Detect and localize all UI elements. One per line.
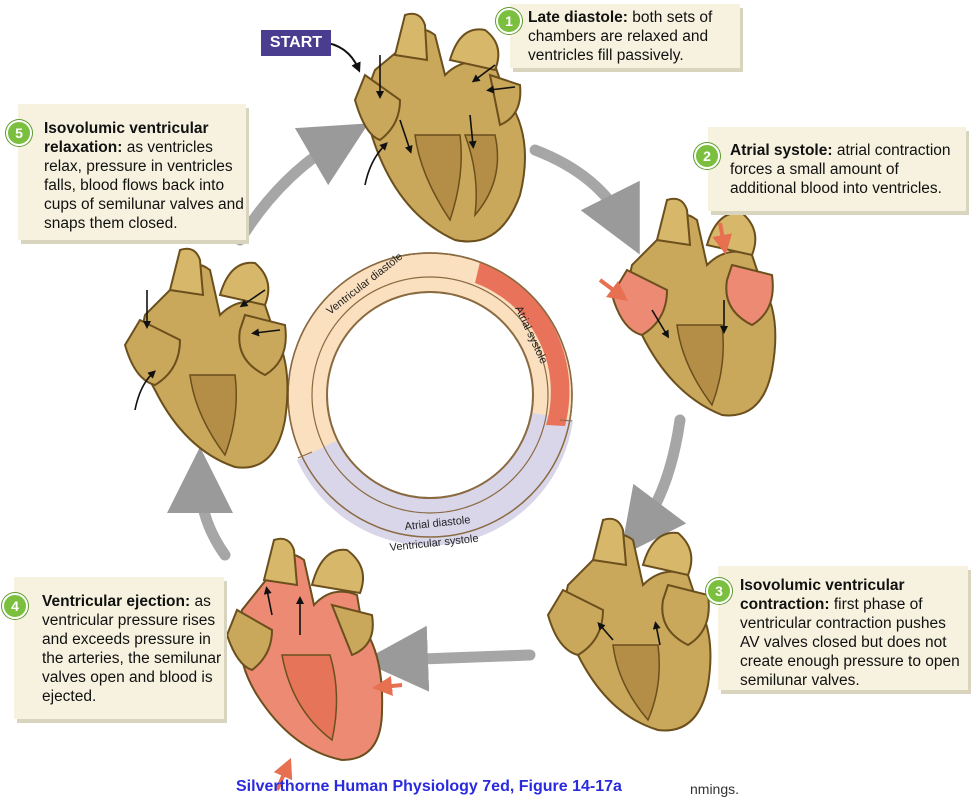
step-3-text: Isovolumic ventricular contraction: firs…	[740, 576, 965, 690]
step-5-description: as ventricles relax, pressure in ventric…	[44, 139, 244, 232]
cycle-arrows	[167, 123, 687, 692]
step-5-text: Isovolumic ventricular relaxation: as ve…	[44, 119, 244, 233]
step-4-text: Ventricular ejection: as ventricular pre…	[42, 592, 222, 706]
heart-illustration-isovolumic-relaxation	[123, 247, 289, 469]
step-2-box: 2 Atrial systole: atrial contraction for…	[694, 127, 966, 211]
step-number-1: 1	[496, 8, 522, 34]
figure-caption: Silverthorne Human Physiology 7ed, Figur…	[236, 778, 622, 795]
step-2-title: Atrial systole:	[730, 142, 833, 159]
step-1-description: both sets of chambers are relaxed and ve…	[528, 9, 713, 64]
step-5-box: 5 Isovolumic ventricular relaxation: as …	[6, 104, 246, 240]
step-number-4: 4	[2, 593, 28, 619]
step-3-title: Isovolumic ventricular contraction:	[740, 577, 905, 613]
step-2-description: atrial contraction forces a small amount…	[730, 142, 951, 197]
step-5-title: Isovolumic ventricular relaxation:	[44, 120, 209, 156]
step-4-description: as ventricular pressure rises and exceed…	[42, 593, 222, 705]
step-number-2: 2	[694, 143, 720, 169]
heart-illustration-atrial-systole	[598, 197, 777, 417]
step-4-box: 4 Ventricular ejection: as ventricular p…	[2, 577, 224, 719]
cycle-arrow-2-to-3	[620, 414, 687, 557]
step-4-title: Ventricular ejection:	[42, 593, 191, 610]
cycle-arrow-3-to-4	[362, 625, 536, 692]
ring-atrial-systole-sector	[475, 262, 570, 426]
step-number-5: 5	[6, 120, 32, 146]
step-number-3: 3	[706, 578, 732, 604]
step-2-text: Atrial systole: atrial contraction force…	[730, 141, 962, 198]
cycle-arrow-4-to-5	[167, 447, 234, 561]
cycle-arrow-1-to-2	[529, 144, 640, 255]
step-1-text: Late diastole: both sets of chambers are…	[528, 8, 740, 65]
step-3-box: 3 Isovolumic ventricular contraction: fi…	[706, 566, 968, 690]
step-3-description: first phase of ventricular contraction p…	[740, 596, 960, 689]
cycle-arrow-5-to-1	[234, 123, 369, 246]
credit-text: nmings.	[690, 781, 740, 797]
step-1-title: Late diastole:	[528, 9, 628, 26]
step-1-box: 1 Late diastole: both sets of chambers a…	[496, 4, 740, 68]
heart-illustration-isovolumic-contraction	[546, 517, 712, 732]
heart-illustration-late-diastole	[353, 12, 526, 243]
heart-illustration-ventricular-ejection	[225, 537, 403, 791]
phase-ring: Ventricular diastole Atrial systole Atri…	[287, 251, 573, 554]
start-label: START	[261, 30, 331, 56]
